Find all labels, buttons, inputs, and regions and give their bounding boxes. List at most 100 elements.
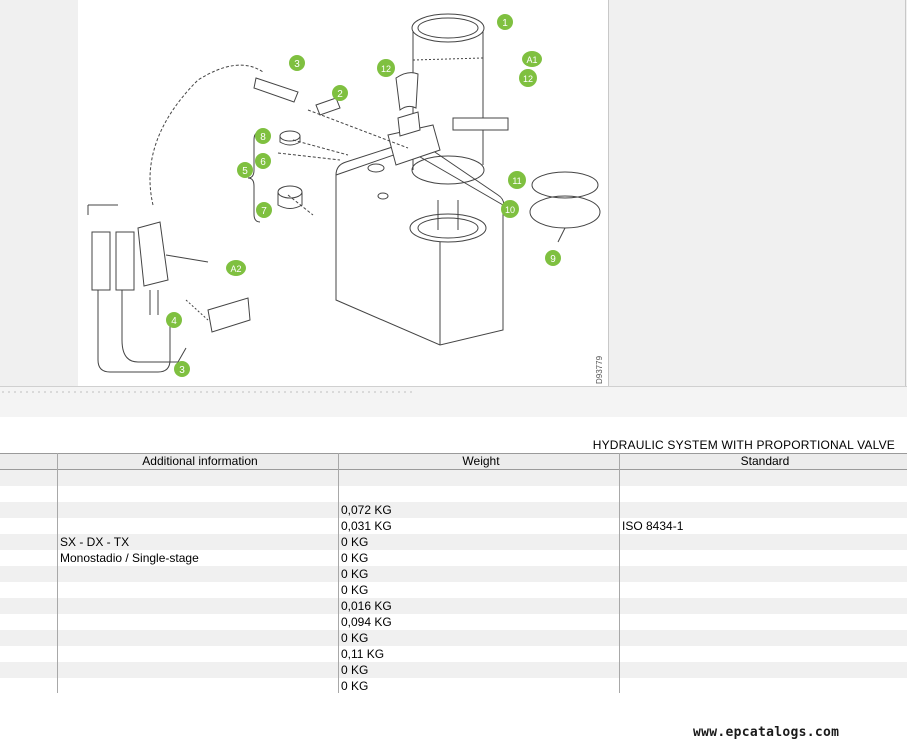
cell-part <box>0 502 57 518</box>
cell-standard <box>621 662 907 678</box>
cell-additional-info <box>59 566 340 582</box>
cell-weight: 0 KG <box>341 535 369 549</box>
hydraulic-unit-illustration: 1 2 3 3 4 5 6 7 <box>87 13 604 384</box>
splitter-grip[interactable] <box>0 389 415 395</box>
callout-11[interactable]: 11 <box>508 171 526 189</box>
svg-text:A2: A2 <box>230 264 241 274</box>
cell-standard <box>621 646 907 662</box>
callout-6[interactable]: 6 <box>255 153 271 169</box>
callout-8[interactable]: 8 <box>255 128 271 144</box>
callout-3-lower[interactable]: 3 <box>174 361 190 377</box>
callout-2[interactable]: 2 <box>332 85 348 101</box>
column-divider <box>338 453 339 693</box>
table-row[interactable]: 0,016 KG <box>0 598 907 614</box>
callout-10[interactable]: 10 <box>501 200 519 218</box>
svg-text:A1: A1 <box>526 55 537 65</box>
cell-additional-info <box>59 678 340 694</box>
table-header: Additional information Weight Standard <box>0 453 907 470</box>
column-divider <box>619 453 620 693</box>
cell-standard <box>621 534 907 550</box>
cell-additional-info <box>59 614 340 630</box>
table-row[interactable]: 0,11 KG <box>0 646 907 662</box>
svg-text:5: 5 <box>242 166 248 177</box>
cell-additional-info <box>59 518 340 534</box>
exploded-parts-drawing[interactable]: 1 2 3 3 4 5 6 7 <box>78 0 609 387</box>
cell-additional-info <box>59 598 340 614</box>
cell-additional-info <box>59 662 340 678</box>
cell-standard <box>621 582 907 598</box>
cell-standard <box>621 470 907 486</box>
cell-part <box>0 550 57 566</box>
column-divider <box>57 453 58 693</box>
cell-part <box>0 598 57 614</box>
callout-1[interactable]: 1 <box>497 14 513 30</box>
table-row[interactable]: 0,072 KG <box>0 502 907 518</box>
cell-additional-info <box>59 502 340 518</box>
callout-4[interactable]: 4 <box>166 312 182 328</box>
table-row[interactable]: 0 KG <box>0 566 907 582</box>
svg-text:7: 7 <box>261 206 267 217</box>
table-row[interactable]: 0 KG <box>0 582 907 598</box>
cell-weight <box>340 486 621 502</box>
svg-text:8: 8 <box>260 132 266 143</box>
svg-text:2: 2 <box>337 89 343 100</box>
cell-standard: ISO 8434-1 <box>622 519 684 533</box>
drawing-code: D93779 <box>595 355 604 384</box>
cell-part <box>0 470 57 486</box>
table-row[interactable] <box>0 486 907 502</box>
svg-text:12: 12 <box>381 64 391 74</box>
cell-part <box>0 518 57 534</box>
panel-splitter[interactable] <box>0 386 907 418</box>
cell-standard <box>621 678 907 694</box>
drawing-panel-gutter <box>608 0 906 386</box>
table-row[interactable]: 0 KG <box>0 630 907 646</box>
svg-text:3: 3 <box>179 365 185 376</box>
cell-weight: 0 KG <box>341 567 369 581</box>
callout-7[interactable]: 7 <box>256 202 272 218</box>
svg-text:11: 11 <box>512 176 521 186</box>
cell-weight: 0 KG <box>341 583 369 597</box>
svg-text:10: 10 <box>505 205 515 215</box>
column-header-weight[interactable]: Weight <box>462 454 500 468</box>
cell-weight: 0,072 KG <box>341 503 392 517</box>
callout-12-left[interactable]: 12 <box>377 59 395 77</box>
callout-12-right[interactable]: 12 <box>519 69 537 87</box>
cell-weight: 0,11 KG <box>341 647 385 661</box>
callout-9[interactable]: 9 <box>545 250 561 266</box>
cell-weight: 0 KG <box>341 663 369 677</box>
callout-3[interactable]: 3 <box>289 55 305 71</box>
table-row[interactable]: 0,094 KG <box>0 614 907 630</box>
cell-standard <box>621 550 907 566</box>
cell-additional-info <box>59 470 340 486</box>
section-header: HYDRAULIC SYSTEM WITH PROPORTIONAL VALVE <box>0 417 907 453</box>
parts-table: Additional information Weight Standard 0… <box>0 453 907 694</box>
callout-5[interactable]: 5 <box>237 162 253 178</box>
callout-A1[interactable]: A1 <box>522 51 542 67</box>
cell-part <box>0 646 57 662</box>
cell-part <box>0 486 57 502</box>
cell-standard <box>621 566 907 582</box>
table-row[interactable]: 0 KG <box>0 662 907 678</box>
cell-additional-info <box>59 486 340 502</box>
watermark: www.epcatalogs.com <box>693 725 840 740</box>
column-header-additional-info[interactable]: Additional information <box>142 454 258 468</box>
cell-part <box>0 566 57 582</box>
svg-text:1: 1 <box>502 18 508 29</box>
cell-part <box>0 614 57 630</box>
cell-standard <box>621 614 907 630</box>
cell-part <box>0 662 57 678</box>
column-header[interactable] <box>0 454 57 469</box>
cell-additional-info <box>59 582 340 598</box>
cell-part <box>0 678 57 694</box>
table-row[interactable]: 0 KG <box>0 678 907 694</box>
cell-standard <box>621 486 907 502</box>
column-header-standard[interactable]: Standard <box>740 454 790 468</box>
svg-text:3: 3 <box>294 59 300 70</box>
callout-A2[interactable]: A2 <box>226 260 246 276</box>
cell-standard <box>621 502 907 518</box>
table-row[interactable] <box>0 470 907 486</box>
